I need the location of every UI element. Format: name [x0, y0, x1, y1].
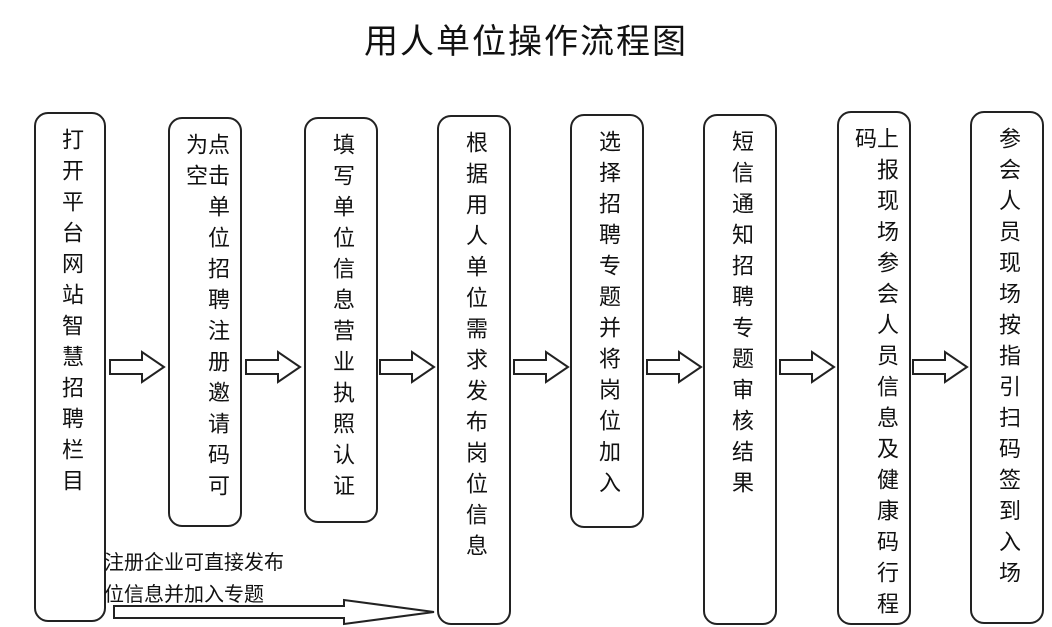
- flow-arrow-7: [912, 350, 969, 384]
- flow-arrow-4: [513, 350, 570, 384]
- step-label-5: 选择招聘专题并将岗位加入: [595, 130, 620, 502]
- shortcut-note-line-2: 位信息并加入专题: [104, 582, 264, 606]
- step-label-1: 打开平台网站智慧招聘栏目: [58, 128, 83, 500]
- flow-arrow-6: [779, 350, 836, 384]
- flow-arrow-3: [379, 350, 436, 384]
- step-box-8: 参会人员现场按指引扫码签到入场: [970, 111, 1044, 624]
- page-title: 用人单位操作流程图: [364, 22, 688, 62]
- step-box-7: 上报现场参会人员信息及健康码行程码: [837, 111, 911, 625]
- step-label-6: 短信通知招聘专题审核结果: [728, 130, 753, 502]
- step-label-3: 填写单位信息营业执照认证: [329, 133, 354, 505]
- step-box-5: 选择招聘专题并将岗位加入: [570, 114, 644, 528]
- flow-arrow-5: [646, 350, 703, 384]
- step-box-3: 填写单位信息营业执照认证: [304, 117, 378, 523]
- step-box-6: 短信通知招聘专题审核结果: [703, 114, 777, 625]
- shortcut-note-line-1: 注册企业可直接发布: [104, 550, 284, 574]
- step-label-7: 上报现场参会人员信息及健康码行程码: [851, 127, 898, 623]
- step-box-4: 根据用人单位需求发布岗位信息: [437, 115, 511, 625]
- step-label-8: 参会人员现场按指引扫码签到入场: [995, 127, 1020, 592]
- flow-arrow-1: [109, 350, 166, 384]
- flow-arrow-2: [245, 350, 302, 384]
- step-box-1: 打开平台网站智慧招聘栏目: [34, 112, 106, 622]
- step-label-4: 根据用人单位需求发布岗位信息: [462, 131, 487, 565]
- step-label-2: 点击单位招聘注册邀请码可为空: [182, 133, 229, 505]
- shortcut-arrow: [113, 598, 435, 626]
- step-box-2: 点击单位招聘注册邀请码可为空: [168, 117, 242, 527]
